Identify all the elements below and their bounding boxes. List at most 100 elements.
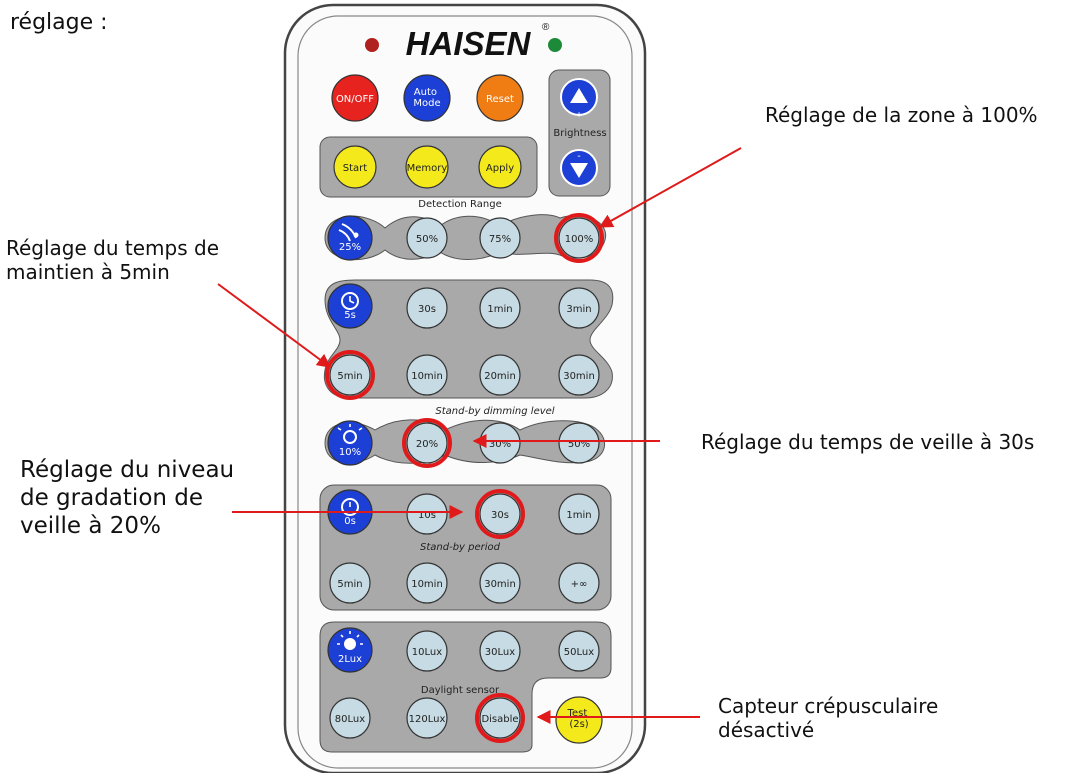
test-label-line2: (2s)	[569, 719, 588, 730]
hold-20min-button[interactable]: 20min	[479, 354, 521, 396]
hold-20min-label: 20min	[484, 371, 516, 382]
daylight-50lux-label: 50Lux	[564, 647, 594, 658]
hold-5s-button[interactable]: 5s	[327, 283, 373, 329]
detection-range-title: Detection Range	[418, 199, 501, 210]
daylight-80lux-button[interactable]: 80Lux	[329, 697, 371, 739]
hold-30s-button[interactable]: 30s	[406, 287, 448, 329]
daylight-120lux-label: 120Lux	[409, 714, 446, 725]
up-arrow-icon	[570, 88, 588, 103]
highlight-ring	[475, 693, 525, 743]
daylight-2lux-button[interactable]: 2Lux	[327, 627, 373, 673]
hold-5min-label: 5min	[337, 371, 362, 382]
dimming-10-button[interactable]: 10%	[327, 420, 373, 466]
daylight-30lux-button[interactable]: 30Lux	[479, 630, 521, 672]
standby-dimming-panel	[324, 419, 606, 464]
dimming-30-button[interactable]: 30%	[479, 422, 521, 464]
dimming-10-label: 10%	[339, 447, 361, 458]
detection-100-label: 100%	[565, 234, 594, 245]
hold-10min-button[interactable]: 10min	[406, 354, 448, 396]
reset-label: Reset	[486, 94, 514, 105]
annotation-hold-line2: maintien à 5min	[6, 260, 170, 284]
standby-period-title: Stand-by period	[420, 542, 501, 553]
period-10min-button[interactable]: 10min	[406, 562, 448, 604]
standby-timer-icon	[341, 498, 359, 516]
auto-mode-button[interactable]: Auto Mode	[403, 74, 451, 122]
detection-25-button[interactable]: 25%	[327, 215, 373, 261]
annotation-sensor-line1: Capteur crépusculaire	[718, 694, 939, 718]
period-1min-button[interactable]: 1min	[558, 493, 600, 535]
annotation-dimming-line2: de gradation de	[20, 485, 204, 511]
period-10s-label: 10s	[418, 510, 436, 521]
hold-30s-label: 30s	[418, 304, 436, 315]
reset-button[interactable]: Reset	[476, 74, 524, 122]
highlight-ring	[554, 213, 604, 263]
period-infinity-button[interactable]: +∞	[558, 562, 600, 604]
hold-10min-label: 10min	[411, 371, 443, 382]
memory-row-memory-label: Memory	[407, 163, 448, 174]
hold-3min-label: 3min	[566, 304, 591, 315]
daylight-120lux-button[interactable]: 120Lux	[406, 697, 448, 739]
detection-100-button[interactable]: 100%	[558, 217, 600, 259]
period-10min-label: 10min	[411, 579, 443, 590]
annotation-sensor-line2: désactivé	[718, 718, 815, 742]
highlight-ring	[402, 418, 452, 468]
remote-inner-outline	[297, 15, 633, 769]
memory-row-start-button[interactable]: Start	[333, 145, 377, 189]
annotation-zone: Réglage de la zone à 100%	[765, 103, 1038, 127]
dimming-50-label: 50%	[568, 439, 590, 450]
daylight-30lux-label: 30Lux	[485, 647, 515, 658]
test-label: Test (2s)	[567, 708, 591, 730]
daylight-disable-button[interactable]: Disable	[479, 697, 521, 739]
memory-row-apply-button[interactable]: Apply	[478, 145, 522, 189]
timer-icon	[341, 292, 359, 310]
detection-50-label: 50%	[416, 234, 438, 245]
standby-dimming-title: Stand-by dimming level	[435, 406, 554, 417]
daylight-panel	[319, 621, 612, 753]
period-30s-button[interactable]: 30s	[479, 493, 521, 535]
brightness-label: Brightness	[553, 128, 606, 139]
hold-30min-button[interactable]: 30min	[558, 354, 600, 396]
test-button[interactable]: Test (2s)	[555, 696, 603, 744]
daylight-disable-label: Disable	[481, 714, 518, 725]
detection-75-button[interactable]: 75%	[479, 217, 521, 259]
period-30min-label: 30min	[484, 579, 516, 590]
brightness-plus: +	[576, 110, 582, 121]
annotation-hold-line1: Réglage du temps de	[6, 236, 219, 260]
daylight-title: Daylight sensor	[421, 685, 500, 696]
period-10s-button[interactable]: 10s	[406, 493, 448, 535]
period-30s-label: 30s	[491, 510, 509, 521]
down-arrow-icon	[570, 163, 588, 178]
arrow-hold	[217, 283, 332, 368]
daylight-row: 2Lux 10Lux 30Lux 50Lux 80Lux 120Lux Disable	[327, 627, 600, 743]
detection-50-button[interactable]: 50%	[406, 217, 448, 259]
memory-row-memory-button[interactable]: Memory	[405, 145, 449, 189]
daylight-80lux-label: 80Lux	[335, 714, 365, 725]
hold-1min-button[interactable]: 1min	[479, 287, 521, 329]
dimming-50-button[interactable]: 50%	[558, 422, 600, 464]
on-off-button[interactable]: ON/OFF	[331, 74, 379, 122]
daylight-10lux-button[interactable]: 10Lux	[406, 630, 448, 672]
led-left	[365, 38, 379, 52]
period-5min-button[interactable]: 5min	[329, 562, 371, 604]
brightness-down-button[interactable]: -	[560, 149, 598, 187]
auto-mode-label: Auto Mode	[413, 87, 440, 109]
period-30min-button[interactable]: 30min	[479, 562, 521, 604]
led-right	[548, 38, 562, 52]
period-1min-label: 1min	[566, 510, 591, 521]
motion-sensor-icon	[338, 223, 359, 242]
dimming-20-label: 20%	[416, 439, 438, 450]
brightness-up-button[interactable]: +	[560, 78, 598, 121]
annotation-standby-time: Réglage du temps de veille à 30s	[701, 430, 1035, 454]
annotation-sensor: Capteur crépusculaire désactivé	[718, 694, 938, 742]
daylight-50lux-button[interactable]: 50Lux	[558, 630, 600, 672]
hold-time-row: 5s 30s 1min 3min 5min 10min 20min 30min	[325, 283, 600, 400]
period-infinity-label: +∞	[571, 579, 588, 590]
hold-3min-button[interactable]: 3min	[558, 287, 600, 329]
detection-25-label: 25%	[339, 242, 361, 253]
dimming-20-button[interactable]: 20%	[406, 422, 448, 464]
hold-5s-label: 5s	[344, 310, 356, 321]
detection-75-label: 75%	[489, 234, 511, 245]
memory-row: Start Memory Apply	[333, 145, 522, 189]
hold-5min-button[interactable]: 5min	[329, 354, 371, 396]
